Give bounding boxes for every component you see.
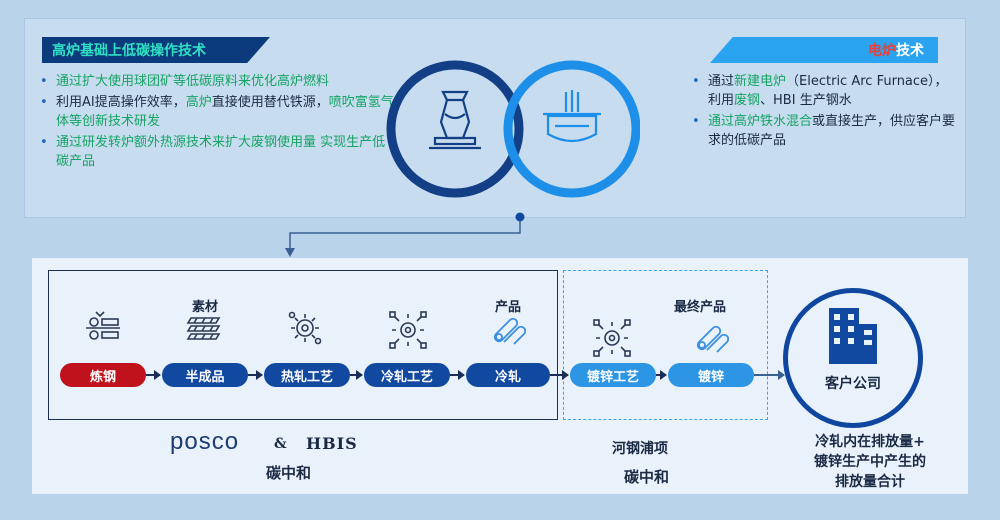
blast-furnace-icon [429,90,481,150]
final-product-heading: 最终产品 [673,300,727,315]
slab-stack-icon [186,317,221,340]
step-cold-rolling-process: 冷轧工艺 [364,363,450,387]
furnace-circles [386,60,640,198]
bullet-text: 通过 [708,74,735,89]
bullet-text: 通过研发转炉额外热源技术来扩大废钢使用量 实现生产低碳产品 [56,135,386,169]
bullet-text: （Electric Arc Furnace），利用 [708,74,948,108]
bullet-text-highlight: 废钢 [734,93,761,108]
flow-arrow [656,370,667,380]
posco-logo: posco [170,428,240,455]
bullet-item: 通过扩大使用球团矿等低碳原料来优化高炉燃料 [38,72,398,91]
gear-process-icon [288,311,322,345]
flow-arrow [248,370,263,380]
step-hot-rolling: 热轧工艺 [264,363,350,387]
customer-label: 客户公司 [825,376,881,392]
middle-caption-line1: 河钢浦项 [612,441,668,457]
galvanizing-process-box [563,270,768,420]
bullet-text-highlight: 高炉 [185,95,212,110]
bullet-text: 通过扩大使用球团矿等低碳原料来优化高炉燃料 [56,74,330,89]
bullet-text: 、HBI 生产钢水 [760,93,852,108]
gear-network-icon [593,319,631,357]
electric-furnace-title-part2: 技术 [896,43,924,59]
product-heading: 产品 [494,300,522,315]
bullet-item: 通过新建电炉（Electric Arc Furnace），利用废钢、HBI 生产… [690,72,960,110]
blast-furnace-tech-title: 高炉基础上低碳操作技术 [52,43,206,59]
material-heading: 素材 [191,300,219,315]
flow-arrow [550,370,569,380]
coil-icon [493,317,526,345]
step-semi-finished: 半成品 [162,363,248,387]
posco-hbis-process-box [48,270,558,420]
step-label: 冷轧工艺 [380,369,433,385]
emission-caption-line: 排放量合计 [835,474,905,490]
bullet-item: 通过研发转炉额外热源技术来扩大废钢使用量 实现生产低碳产品 [38,133,398,171]
connector-dot [515,212,525,222]
bullet-text: 利用AI提高操作效率， [56,95,186,110]
bullet-text: 直接使用替代铁源， [211,95,329,110]
hbis-logo: HBIS [306,434,358,453]
coil-icon [696,325,729,353]
electric-furnace-title-part1: 电炉 [868,43,896,59]
step-cold-rolled: 冷轧 [466,363,550,387]
step-label: 镀锌 [697,369,724,385]
step-label: 镀锌工艺 [586,369,639,385]
bullet-item: 通过高炉铁水混合或直接生产，供应客户要求的低碳产品 [690,112,960,150]
office-building-icon [829,308,877,364]
bullet-text-highlight: 喷吹富氢气体等创新技术研发 [56,95,394,129]
middle-caption-line2: 碳中和 [624,468,670,486]
gear-network-icon [389,311,427,349]
electric-furnace-tech-banner: 电炉技术 [710,37,938,63]
emission-caption-line: 冷轧内在排放量+ [815,434,925,450]
steelmaking-roller-icon [86,311,120,340]
step-label: 热轧工艺 [280,369,333,385]
emission-total-caption: 冷轧内在排放量+ 镀锌生产中产生的 排放量合计 [790,432,950,492]
step-label: 炼钢 [89,369,116,385]
emission-caption-line: 镀锌生产中产生的 [814,454,926,470]
flow-arrow [350,370,363,380]
electric-arc-furnace-icon [543,90,601,143]
left-carbon-neutral-caption: 碳中和 [266,464,312,482]
step-galvanizing-process: 镀锌工艺 [570,363,656,387]
step-label: 冷轧 [494,369,521,385]
bullet-item: 利用AI提高操作效率，高炉直接使用替代铁源，喷吹富氢气体等创新技术研发 [38,93,398,131]
flow-arrow-to-customer [754,371,785,379]
blast-furnace-circle [386,60,524,198]
electric-furnace-bullet-list: 通过新建电炉（Electric Arc Furnace），利用废钢、HBI 生产… [690,72,960,152]
bullet-text-highlight: 新建电炉 [734,74,787,89]
connector-arrow [285,212,525,257]
flow-arrow [450,370,465,380]
blast-furnace-tech-banner: 高炉基础上低碳操作技术 [42,37,270,63]
flow-arrow [146,370,161,380]
electric-furnace-circle [503,60,640,198]
blast-furnace-bullet-list: 通过扩大使用球团矿等低碳原料来优化高炉燃料 利用AI提高操作效率，高炉直接使用替… [38,72,398,173]
step-galvanized: 镀锌 [668,363,754,387]
bullet-text-highlight: 通过高炉铁水混合 [708,114,813,129]
ampersand: & [274,436,287,452]
step-label: 半成品 [185,369,225,385]
step-steelmaking: 炼钢 [60,363,146,387]
bullet-text: 或直接生产，供应客户要求的低碳产品 [708,114,956,148]
